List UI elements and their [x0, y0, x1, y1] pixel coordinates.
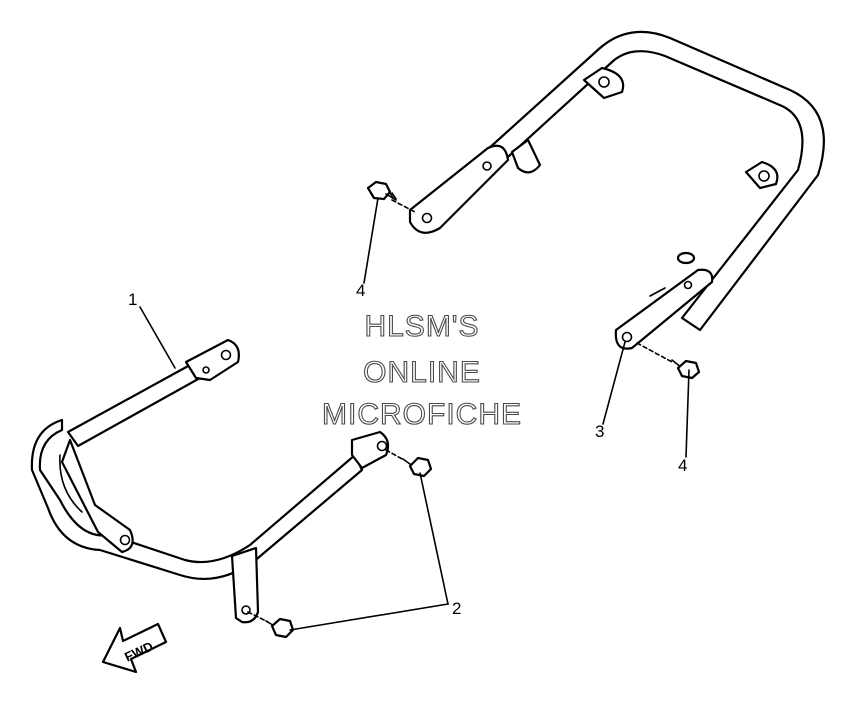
rear-carrier-frame [408, 30, 825, 350]
callout-4-upper: 4 [356, 281, 365, 300]
watermark-line-3: MICROFICHE [322, 398, 522, 431]
callout-1: 1 [128, 290, 137, 309]
watermark-line-2: ONLINE [363, 356, 481, 389]
callout-3: 3 [595, 422, 604, 441]
leader-lines [139, 197, 690, 631]
fwd-arrow-icon: FWD [101, 622, 168, 674]
bolt-2-upper [385, 449, 433, 478]
bolt-4-upper [366, 180, 416, 213]
callout-2: 2 [452, 599, 461, 618]
watermark-line-1: HLSM'S [364, 310, 479, 343]
callout-4-lower: 4 [678, 456, 687, 475]
bolt-2-lower [247, 611, 295, 639]
front-guard-frame [30, 338, 390, 624]
